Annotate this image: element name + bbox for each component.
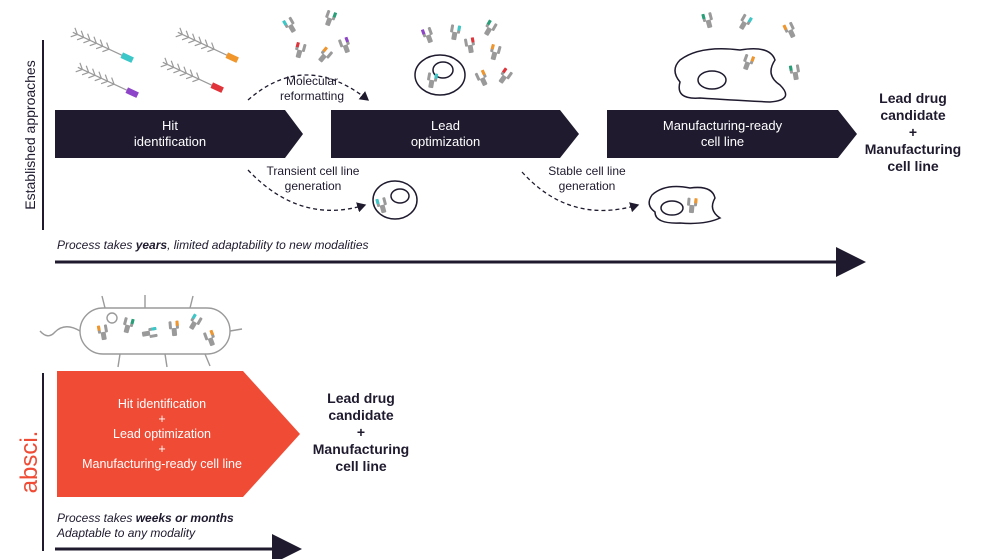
note-transient: Transient cell line generation	[248, 164, 378, 194]
result-line: cell line	[335, 458, 387, 474]
result-plus: +	[908, 124, 918, 140]
molecular-reformatting-arrow	[247, 74, 370, 101]
step-line: cell line	[700, 134, 745, 149]
step-line: Manufacturing-ready	[662, 118, 783, 133]
antibody-cluster-reformatting	[282, 9, 353, 65]
absci-divider	[42, 373, 44, 551]
result-line: candidate	[880, 107, 946, 123]
note-line: Molecular	[285, 74, 339, 88]
result-line: Lead drug	[879, 90, 947, 106]
established-side-label: Established approaches	[22, 60, 38, 210]
note-stable: Stable cell line generation	[527, 164, 647, 194]
absci-chevron	[57, 371, 300, 497]
established-process-text: Process takes years, limited adaptabilit…	[57, 238, 657, 253]
cell-stable	[648, 185, 722, 225]
note-molecular-reformatting: Molecular reformatting	[262, 74, 362, 104]
antibody-cluster-bacterium	[96, 313, 218, 348]
bacterium-illustration	[39, 295, 243, 368]
established-divider	[42, 40, 44, 230]
step-line: Lead	[431, 118, 460, 133]
note-line: Transient cell line	[266, 164, 360, 178]
step-line: identification	[133, 134, 207, 149]
chevron-hit-identification	[55, 110, 303, 158]
note-line: Stable cell line	[548, 164, 626, 178]
absci-step-plus: +	[158, 411, 166, 426]
process-prefix: Process takes	[57, 238, 136, 252]
result-line: cell line	[887, 158, 939, 174]
transient-arrow	[247, 169, 367, 213]
process-suffix: , limited adaptability to new modalities	[167, 238, 369, 252]
absci-result: Lead drug candidate + Manufacturing cell…	[296, 390, 426, 475]
absci-logo: absci.	[16, 430, 43, 494]
process-duration: weeks or months	[135, 511, 234, 525]
result-line: Lead drug	[327, 390, 395, 406]
chevron-manufacturing	[607, 110, 857, 158]
step-hit-identification: Hit identification	[55, 110, 285, 158]
step-line: Hit	[162, 118, 178, 133]
cell-manufacturing	[674, 48, 787, 103]
result-line: candidate	[328, 407, 394, 423]
antibody-cluster-manufacturing	[701, 11, 802, 81]
absci-step-line: Hit identification	[117, 396, 207, 411]
cell-lead-optimization	[414, 54, 466, 96]
antibody-cluster-lead	[420, 19, 514, 89]
note-line: reformatting	[279, 89, 345, 103]
cell-transient	[372, 180, 418, 220]
absci-step-line: Lead optimization	[113, 426, 211, 441]
absci-process-text: Process takes weeks or months Adaptable …	[57, 511, 357, 541]
result-line: Manufacturing	[312, 441, 410, 457]
absci-step-plus: +	[158, 441, 166, 456]
step-line: optimization	[410, 134, 481, 149]
process-duration: years	[135, 238, 168, 252]
chevron-lead-optimization	[331, 110, 579, 158]
process-prefix: Process takes	[57, 511, 136, 525]
process-adaptability: Adaptable to any modality	[57, 526, 196, 540]
note-line: generation	[284, 179, 342, 193]
absci-step-line: Manufacturing-ready cell line	[82, 456, 242, 471]
note-line: generation	[558, 179, 616, 193]
result-plus: +	[356, 424, 366, 440]
established-result: Lead drug candidate + Manufacturing cell…	[848, 90, 978, 175]
step-lead-optimization: Lead optimization	[331, 110, 560, 158]
phage-group	[70, 27, 239, 98]
absci-step: Hit identification + Lead optimization +…	[57, 371, 267, 497]
step-manufacturing-ready: Manufacturing-ready cell line	[607, 110, 838, 158]
stable-arrow	[521, 171, 640, 213]
result-line: Manufacturing	[864, 141, 962, 157]
